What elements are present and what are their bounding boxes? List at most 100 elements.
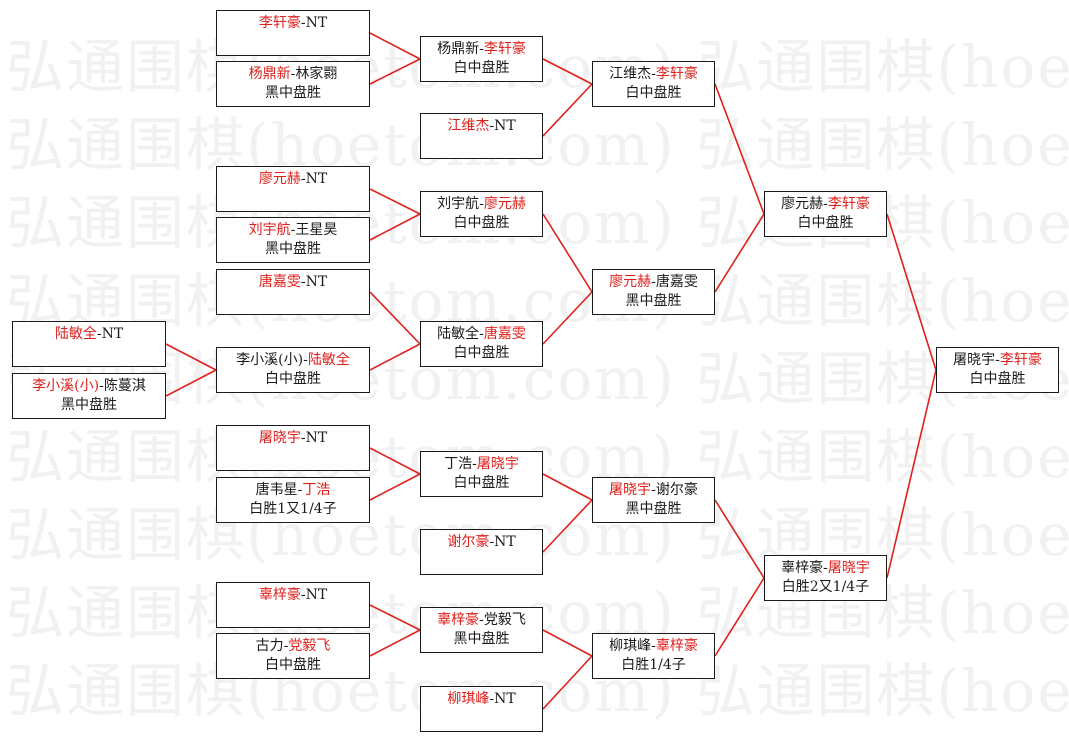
connector-line xyxy=(165,343,217,371)
match-box: 丁浩-屠晓宇白中盘胜 xyxy=(420,451,543,497)
match-box: 江维杰-NT xyxy=(420,113,543,159)
match-pairing: 陆敏全-NT xyxy=(55,325,123,344)
connector-line xyxy=(369,58,421,85)
vs-separator: - xyxy=(651,274,656,290)
winner-name: 李轩豪 xyxy=(483,41,526,57)
match-box: 杨鼎新-李轩豪白中盘胜 xyxy=(420,36,543,82)
vs-separator: - xyxy=(479,41,484,57)
player-name: 陈蔓淇 xyxy=(103,378,146,394)
player-name: NT xyxy=(494,534,516,550)
winner-name: 丁浩 xyxy=(302,482,331,498)
winner-name: 廖元赫 xyxy=(258,171,301,187)
match-box: 屠晓宇-NT xyxy=(216,425,370,471)
connector-line xyxy=(714,83,765,215)
winner-name: 柳琪峰 xyxy=(447,691,490,707)
match-pairing: 廖元赫-NT xyxy=(259,170,327,189)
connector-line xyxy=(542,291,593,345)
match-pairing: 江维杰-李轩豪 xyxy=(609,65,698,84)
match-result: 白中盘胜 xyxy=(453,60,510,76)
player-name: 唐韦星 xyxy=(255,482,298,498)
vs-separator: - xyxy=(489,691,495,707)
winner-name: 李轩豪 xyxy=(655,66,698,82)
winner-name: 谢尔豪 xyxy=(447,534,490,550)
match-box: 陆敏全-唐嘉雯白中盘胜 xyxy=(420,321,543,367)
match-result: 白胜1/4子 xyxy=(621,657,686,673)
winner-name: 辜梓豪 xyxy=(437,612,480,628)
connector-line xyxy=(542,83,593,137)
winner-name: 陆敏全 xyxy=(307,352,350,368)
winner-name: 李小溪(小) xyxy=(32,378,100,394)
match-pairing: 唐嘉雯-NT xyxy=(259,273,327,292)
player-name: 林家翾 xyxy=(295,66,338,82)
vs-separator: - xyxy=(99,378,104,394)
connector-line xyxy=(542,473,593,501)
match-pairing: 李轩豪-NT xyxy=(259,14,327,33)
player-name: 王星昊 xyxy=(295,222,338,238)
vs-separator: - xyxy=(303,352,308,368)
match-box: 谢尔豪-NT xyxy=(420,529,543,575)
winner-name: 唐嘉雯 xyxy=(258,274,301,290)
vs-separator: - xyxy=(489,534,495,550)
connector-line xyxy=(542,499,593,553)
vs-separator: - xyxy=(300,587,306,603)
connector-line xyxy=(369,213,421,241)
vs-separator: - xyxy=(651,66,656,82)
winner-name: 党毅飞 xyxy=(288,638,331,654)
player-name: NT xyxy=(305,171,328,187)
match-pairing: 谢尔豪-NT xyxy=(447,533,515,552)
match-box: 柳琪峰-辜梓豪白胜1/4子 xyxy=(592,633,715,679)
match-box: 杨鼎新-林家翾黑中盘胜 xyxy=(216,61,370,107)
vs-separator: - xyxy=(290,66,296,82)
match-box: 廖元赫-唐嘉雯黑中盘胜 xyxy=(592,269,715,315)
player-name: NT xyxy=(305,274,328,290)
player-name: 谢尔豪 xyxy=(655,482,698,498)
match-result: 黑中盘胜 xyxy=(265,241,321,257)
connector-line xyxy=(542,629,593,657)
match-result: 白中盘胜 xyxy=(453,475,510,491)
match-pairing: 廖元赫-李轩豪 xyxy=(781,195,870,214)
vs-separator: - xyxy=(300,430,306,446)
vs-separator: - xyxy=(300,274,306,290)
match-result: 白胜2又1/4子 xyxy=(781,579,870,595)
player-name: 柳琪峰 xyxy=(609,638,652,654)
match-box: 古力-党毅飞白中盘胜 xyxy=(216,633,370,679)
player-name: 古力 xyxy=(255,638,284,654)
match-pairing: 辜梓豪-党毅飞 xyxy=(437,611,526,630)
match-pairing: 刘宇航-王星昊 xyxy=(249,221,338,240)
match-result: 黑中盘胜 xyxy=(625,501,682,517)
match-result: 白中盘胜 xyxy=(453,345,510,361)
player-name: 杨鼎新 xyxy=(437,41,480,57)
vs-separator: - xyxy=(283,638,289,654)
player-name: 陆敏全 xyxy=(437,326,480,342)
match-result: 白胜1又1/4子 xyxy=(249,501,337,517)
match-box: 屠晓宇-谢尔豪黑中盘胜 xyxy=(592,477,715,523)
match-box: 李轩豪-NT xyxy=(216,10,370,56)
match-box: 唐嘉雯-NT xyxy=(216,269,370,315)
match-pairing: 江维杰-NT xyxy=(447,117,515,136)
winner-name: 江维杰 xyxy=(447,118,490,134)
player-name: 江维杰 xyxy=(609,66,652,82)
match-pairing: 杨鼎新-林家翾 xyxy=(249,65,338,84)
connector-line xyxy=(369,32,421,60)
match-box: 刘宇航-王星昊黑中盘胜 xyxy=(216,217,370,263)
winner-name: 杨鼎新 xyxy=(248,66,291,82)
vs-separator: - xyxy=(823,196,828,212)
winner-name: 廖元赫 xyxy=(483,196,526,212)
winner-name: 辜梓豪 xyxy=(655,638,698,654)
match-box: 廖元赫-李轩豪白中盘胜 xyxy=(764,191,887,237)
connector-line xyxy=(369,447,421,475)
match-result: 白中盘胜 xyxy=(969,371,1026,387)
connector-line xyxy=(542,213,593,293)
vs-separator: - xyxy=(651,638,656,654)
connector-line xyxy=(369,473,421,501)
vs-separator: - xyxy=(479,196,484,212)
match-pairing: 屠晓宇-NT xyxy=(259,429,327,448)
winner-name: 屠晓宇 xyxy=(258,430,301,446)
connector-line xyxy=(714,213,765,293)
winner-name: 唐嘉雯 xyxy=(483,326,526,342)
player-name: NT xyxy=(305,15,328,31)
match-result: 白中盘胜 xyxy=(265,657,321,673)
player-name: 刘宇航 xyxy=(437,196,480,212)
